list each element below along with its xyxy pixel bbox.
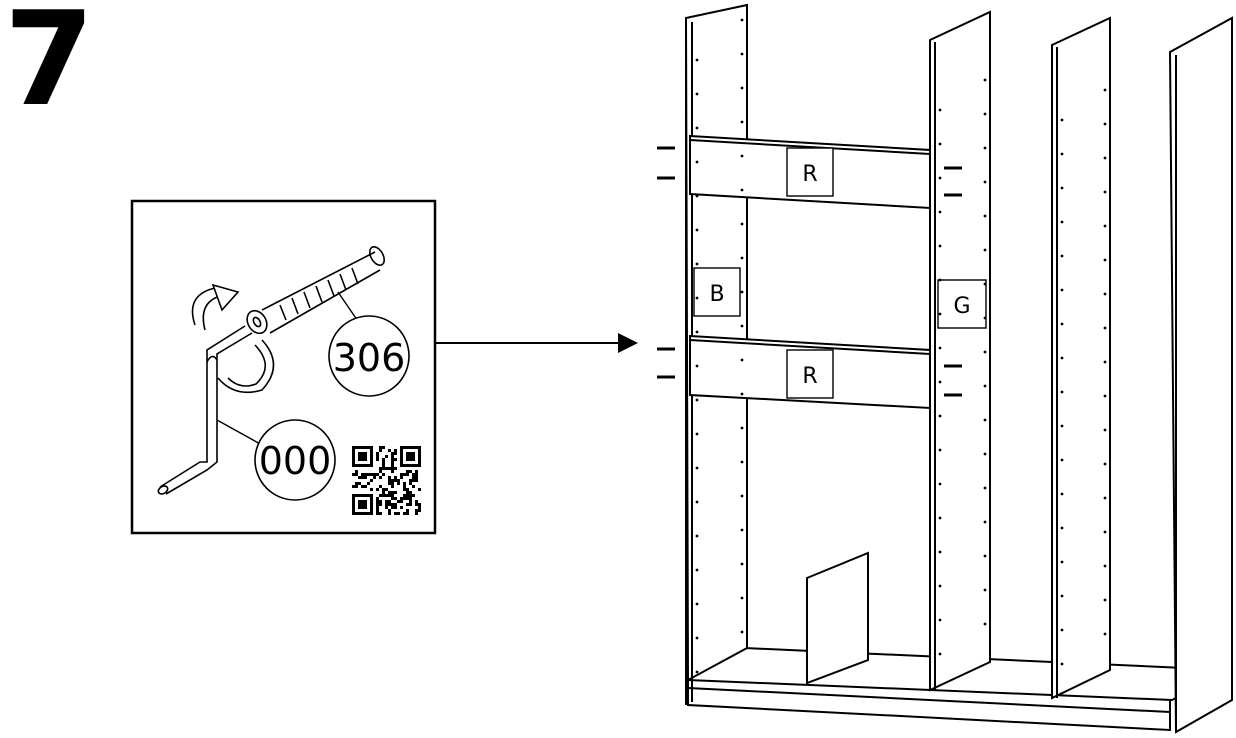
allen-key-icon [157,325,253,495]
svg-text:B: B [709,282,724,307]
tool-part-number: 000 [259,439,332,483]
screw-part-number: 306 [333,336,406,380]
step-number: 7 [4,0,95,135]
label-shelf-top: R [786,147,834,197]
svg-text:R: R [802,364,817,389]
label-shelf-bottom: R [786,349,834,399]
svg-text:R: R [802,162,817,187]
rotate-clockwise-icon [191,283,275,394]
detail-callout: 306 000 [130,199,437,535]
screw-part-circle [328,315,410,397]
svg-text:G: G [953,294,970,319]
tool-part-circle [254,419,336,501]
qr-code-icon [352,446,421,515]
dowel-pins [657,146,962,397]
panel-holes [695,18,1107,674]
label-divider-panel: G [937,279,987,329]
label-left-panel: B [693,267,741,317]
screw-icon [246,246,386,335]
